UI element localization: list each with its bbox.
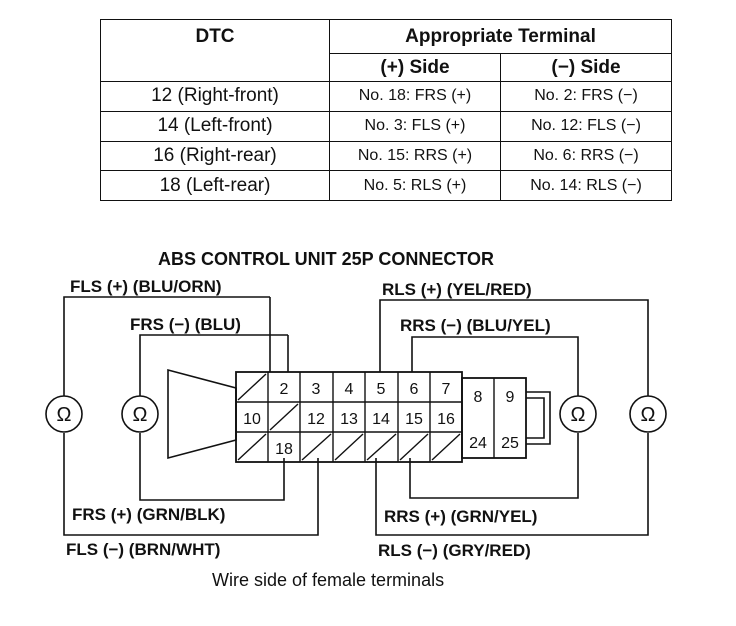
terminal-number: 13 xyxy=(340,411,358,428)
ohmmeter-rrs: Ω xyxy=(559,395,597,433)
label-rls-minus: RLS (−) (GRY/RED) xyxy=(378,541,531,560)
header-minus-side: (−) Side xyxy=(499,53,673,82)
dtc-cell: 14 (Left-front) xyxy=(100,110,330,142)
terminal-number: 15 xyxy=(405,411,423,428)
wire-rls-plus xyxy=(379,299,649,396)
svg-text:Ω: Ω xyxy=(133,404,148,426)
plus-terminal-cell: No. 3: FLS (+) xyxy=(329,110,501,142)
label-rrs-minus: RRS (−) (BLU/YEL) xyxy=(400,316,551,335)
wire-rls-minus xyxy=(375,433,649,536)
svg-text:Ω: Ω xyxy=(571,404,586,426)
plus-terminal-cell: No. 5: RLS (+) xyxy=(329,170,501,201)
dtc-terminal-table: DTC Appropriate Terminal (+) Side (−) Si… xyxy=(100,19,673,201)
terminal-number: 7 xyxy=(442,381,451,398)
ohmmeter-rls: Ω xyxy=(629,395,667,433)
terminal-number: 24 xyxy=(469,435,487,452)
connector-grid xyxy=(236,372,462,462)
wire-frs-plus xyxy=(139,433,285,501)
terminal-number: 25 xyxy=(501,435,519,452)
connector-latch xyxy=(167,368,237,460)
terminal-number: 9 xyxy=(506,389,515,406)
terminal-number: 3 xyxy=(312,381,321,398)
header-appropriate-terminal: Appropriate Terminal xyxy=(328,19,673,54)
plus-terminal-cell: No. 15: RRS (+) xyxy=(329,140,501,172)
terminal-number: 4 xyxy=(345,381,354,398)
dtc-cell: 18 (Left-rear) xyxy=(100,170,330,201)
table-row: 18 (Left-rear) No. 5: RLS (+) No. 14: RL… xyxy=(100,170,673,201)
wire-fls-minus xyxy=(63,433,319,536)
wire-fls-plus xyxy=(63,296,270,396)
diagram-caption: Wire side of female terminals xyxy=(212,570,445,590)
label-frs-plus: FRS (+) (GRN/BLK) xyxy=(72,505,226,524)
minus-terminal-cell: No. 6: RRS (−) xyxy=(499,140,673,172)
label-fls-minus: FLS (−) (BRN/WHT) xyxy=(66,540,221,559)
table-row: 12 (Right-front) No. 18: FRS (+) No. 2: … xyxy=(100,81,673,112)
minus-terminal-cell: No. 12: FLS (−) xyxy=(499,110,673,142)
wire-rrs-plus xyxy=(409,433,579,499)
unused-cavities xyxy=(237,373,461,461)
ohmmeter-frs: Ω xyxy=(121,395,159,433)
terminal-number: 10 xyxy=(243,411,261,428)
wire-rrs-minus xyxy=(411,336,579,396)
terminal-number: 16 xyxy=(437,411,455,428)
label-rrs-plus: RRS (+) (GRN/YEL) xyxy=(384,507,538,526)
label-fls-plus: FLS (+) (BLU/ORN) xyxy=(70,277,222,296)
header-dtc: DTC xyxy=(100,19,330,82)
terminal-number: 14 xyxy=(372,411,390,428)
diagram-title: ABS CONTROL UNIT 25P CONNECTOR xyxy=(158,249,495,269)
svg-text:Ω: Ω xyxy=(641,404,656,426)
label-frs-minus: FRS (−) (BLU) xyxy=(130,315,241,334)
terminal-number: 12 xyxy=(307,411,325,428)
terminal-number: 2 xyxy=(280,381,289,398)
minus-terminal-cell: No. 14: RLS (−) xyxy=(499,170,673,201)
label-rls-plus: RLS (+) (YEL/RED) xyxy=(382,280,532,299)
terminal-number: 5 xyxy=(377,381,386,398)
dtc-cell: 12 (Right-front) xyxy=(100,81,330,112)
terminal-number: 18 xyxy=(275,441,293,458)
ohmmeter-fls: Ω xyxy=(45,395,83,433)
svg-text:Ω: Ω xyxy=(57,404,72,426)
wire-frs-minus xyxy=(139,334,288,396)
shorting-bracket xyxy=(526,391,551,445)
dtc-cell: 16 (Right-rear) xyxy=(100,140,330,172)
terminal-number: 6 xyxy=(410,381,419,398)
table-row: 16 (Right-rear) No. 15: RRS (+) No. 6: R… xyxy=(100,140,673,172)
minus-terminal-cell: No. 2: FRS (−) xyxy=(499,81,673,112)
terminal-number: 8 xyxy=(474,389,483,406)
table-row: 14 (Left-front) No. 3: FLS (+) No. 12: F… xyxy=(100,110,673,142)
